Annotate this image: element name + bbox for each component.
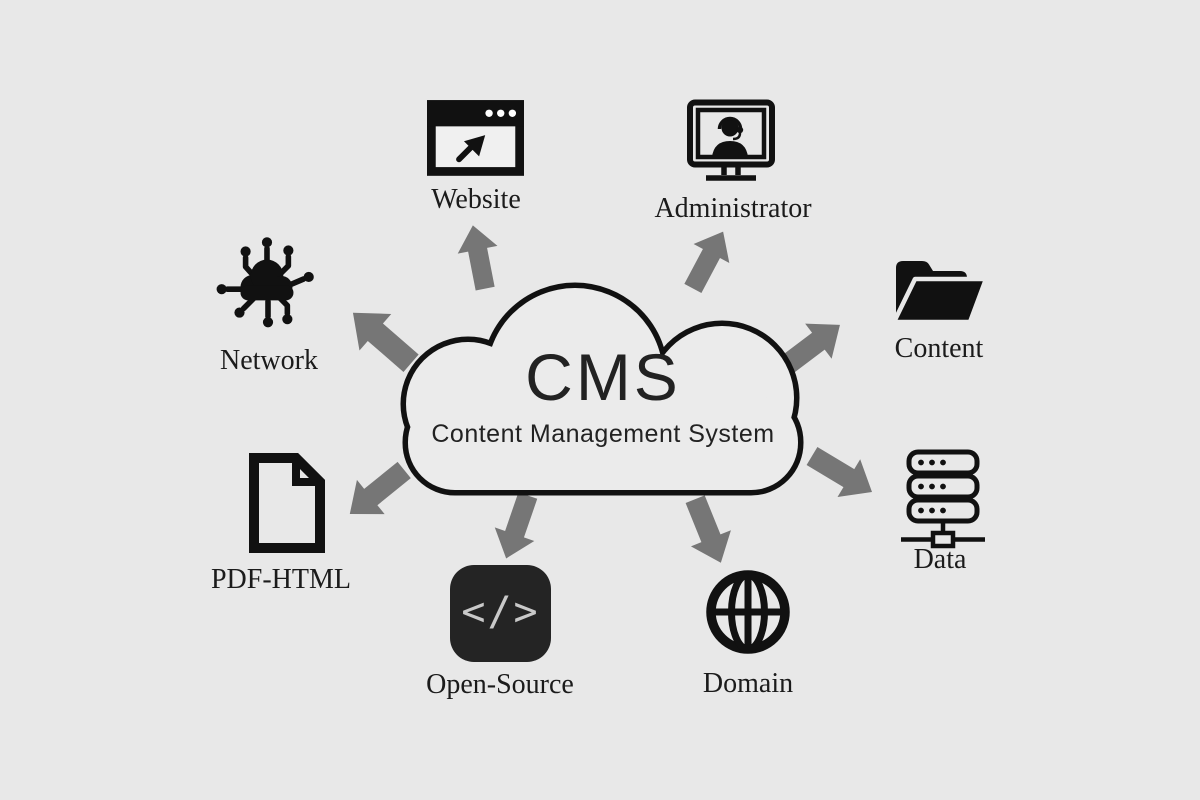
node-label-pdf-html: PDF-HTML (210, 564, 351, 595)
cursor-arrow-icon (456, 135, 486, 163)
code-icon-glyph: </> (461, 588, 540, 635)
browser-window-icon (427, 100, 524, 176)
globe-icon (706, 570, 790, 654)
arrow-to-domain (675, 491, 741, 571)
server-stack-icon (901, 449, 985, 549)
open-folder-icon (891, 261, 989, 325)
node-label-network: Network (220, 345, 318, 376)
node-label-website: Website (431, 184, 521, 215)
network-cloud-icon (216, 237, 314, 328)
node-label-domain: Domain (702, 668, 794, 699)
cms-title: CMS (525, 340, 681, 414)
node-label-administrator: Administrator (654, 193, 812, 224)
cloud-outline-icon (400, 282, 804, 496)
code-icon: </> (450, 565, 551, 662)
node-label-data: Data (913, 544, 967, 575)
cms-subtitle: Content Management System (431, 420, 775, 448)
document-icon (249, 453, 325, 553)
node-label-content: Content (894, 333, 984, 364)
node-label-open-source: Open-Source (426, 669, 574, 700)
support-monitor-icon (687, 99, 775, 181)
